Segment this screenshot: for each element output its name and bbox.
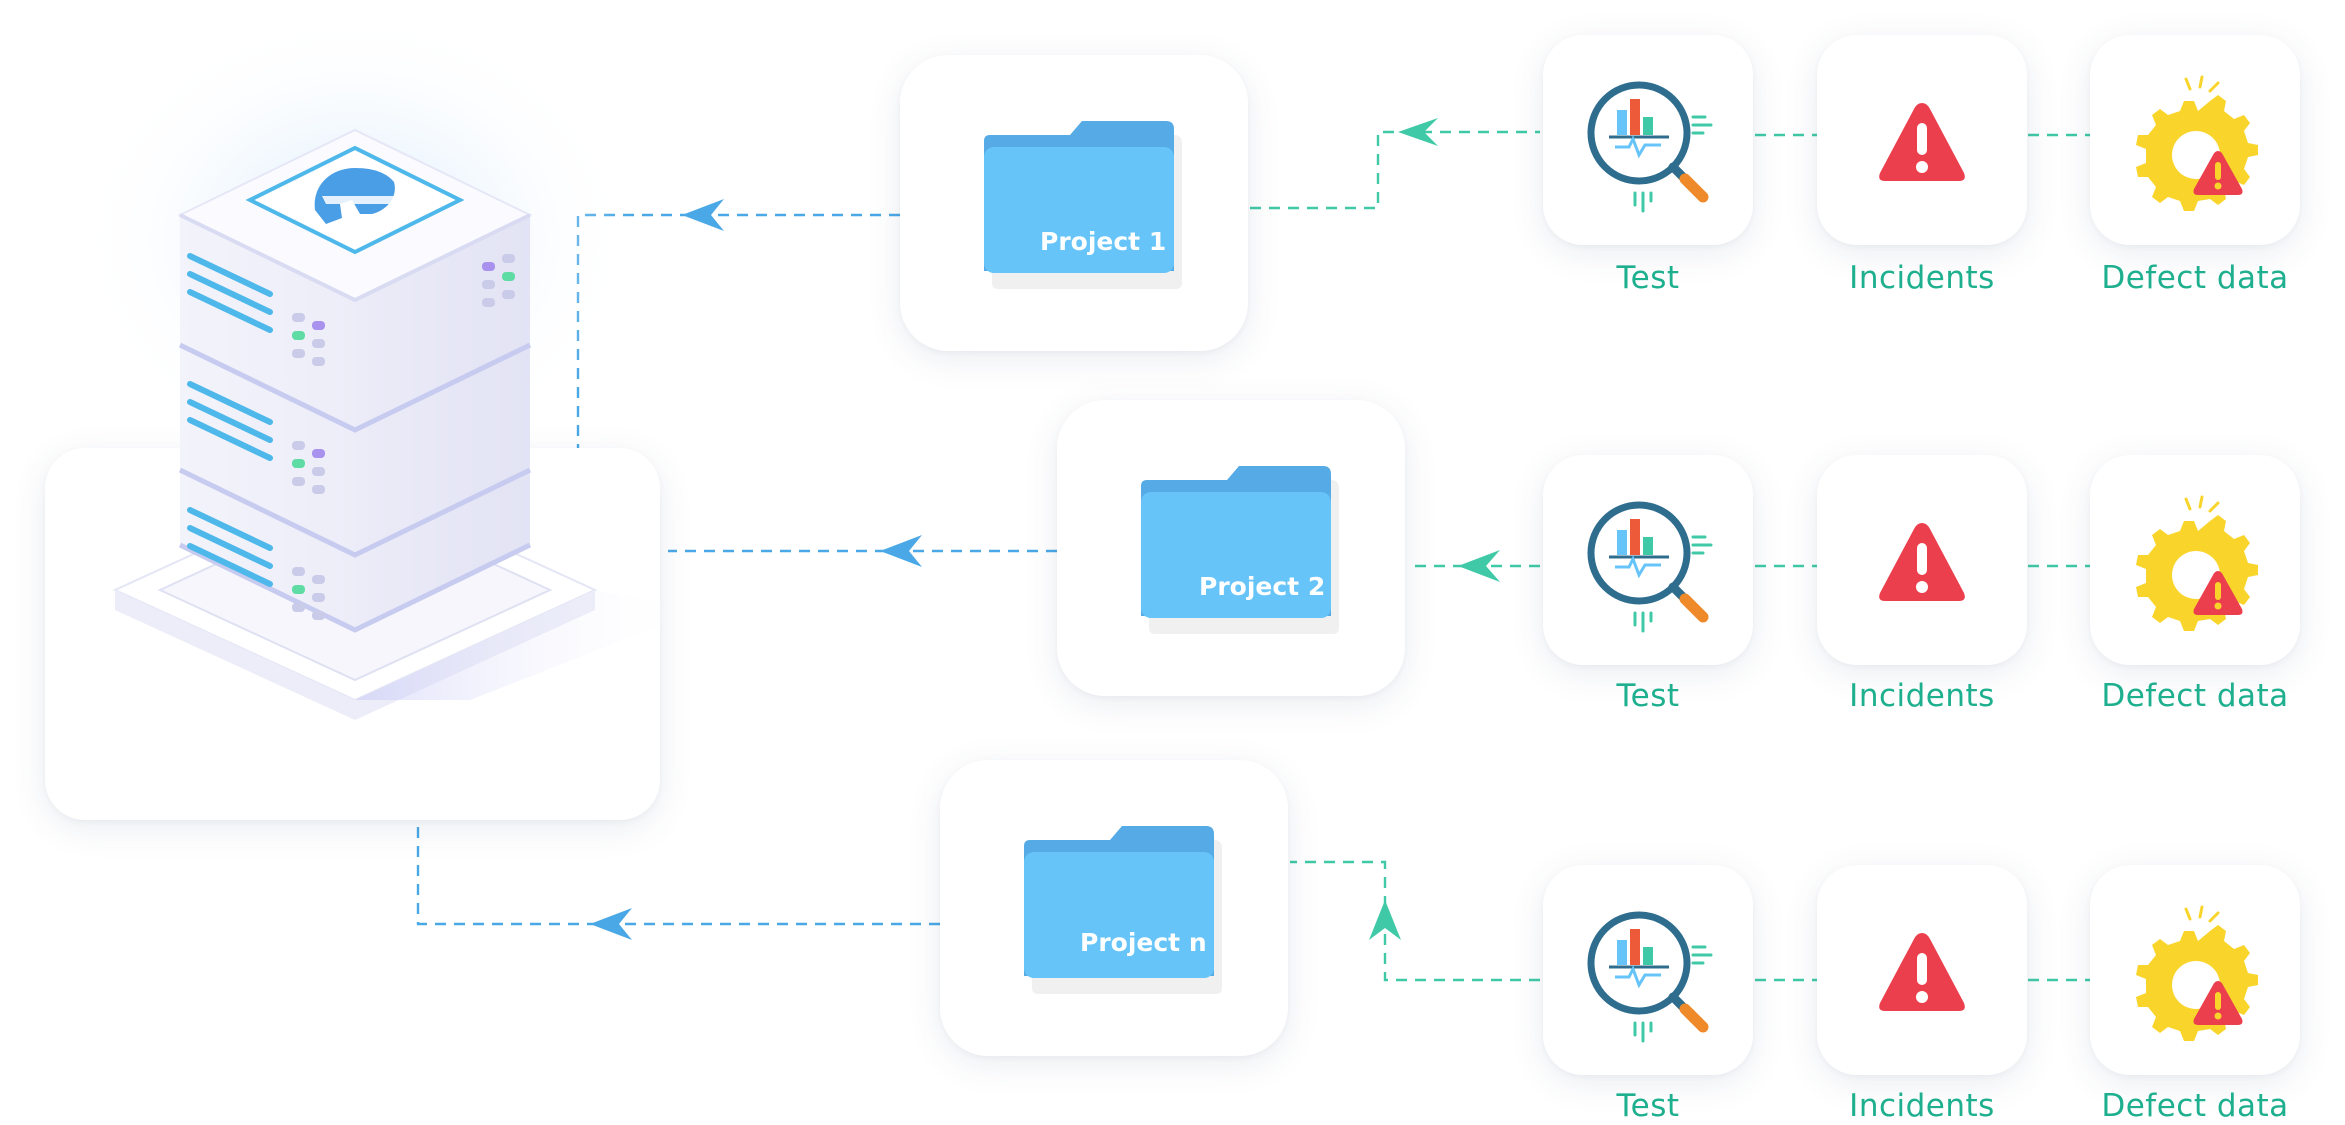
test-label: Test [1616,260,1680,296]
connector-row3-test-to-projectn [1290,860,1540,982]
incidents-label: Incidents [1849,678,1995,714]
defect-label: Defect data [2101,1088,2289,1124]
warning-triangle-icon [1879,933,1965,1011]
project-label: Project 2 [1199,572,1326,601]
gear-warning-icon [2136,75,2258,211]
defect-card-row1[interactable] [2090,35,2300,245]
warning-triangle-icon [1879,523,1965,601]
server-stack-icon [75,10,700,720]
connector-projectn-to-server [416,820,940,926]
arrowhead-project1 [682,199,724,231]
server-tier-2 [178,345,532,558]
project-card-n[interactable]: Project n [940,760,1288,1056]
defect-label: Defect data [2101,678,2289,714]
test-card-row3[interactable] [1543,865,1753,1075]
incidents-label: Incidents [1849,260,1995,296]
arrowhead-row1-test [1398,118,1438,146]
project-label: Project n [1080,928,1207,957]
incidents-card-row2[interactable] [1817,455,2027,665]
incidents-card-row1[interactable] [1817,35,2027,245]
folder-icon [1024,826,1222,994]
magnifier-chart-icon [1587,911,1713,1043]
arrowhead-projectn [590,908,632,940]
incidents-card-row3[interactable] [1817,865,2027,1075]
server-tier-3 [178,470,532,633]
arrowhead-row2-test [1458,550,1500,582]
arrowhead-project2 [880,535,922,567]
test-label: Test [1616,1088,1680,1124]
gear-warning-icon [2136,495,2258,631]
project-card-1[interactable]: Project 1 [900,55,1248,351]
defect-card-row2[interactable] [2090,455,2300,665]
spartan-helmet-logo-icon [245,145,465,255]
defect-label: Defect data [2101,260,2289,296]
warning-triangle-icon [1879,103,1965,181]
defect-card-row3[interactable] [2090,865,2300,1075]
server-tier-1 [178,215,532,433]
folder-icon [1141,466,1339,634]
test-label: Test [1616,678,1680,714]
test-card-row2[interactable] [1543,455,1753,665]
incidents-label: Incidents [1849,1088,1995,1124]
project-card-2[interactable]: Project 2 [1057,400,1405,696]
arrowhead-row3-test [1369,900,1401,940]
test-card-row1[interactable] [1543,35,1753,245]
gear-warning-icon [2136,905,2258,1041]
connector-row1-test-to-project1 [1250,130,1540,210]
project-label: Project 1 [1040,227,1167,256]
magnifier-chart-icon [1587,81,1713,213]
magnifier-chart-icon [1587,501,1713,633]
folder-icon [984,121,1182,289]
